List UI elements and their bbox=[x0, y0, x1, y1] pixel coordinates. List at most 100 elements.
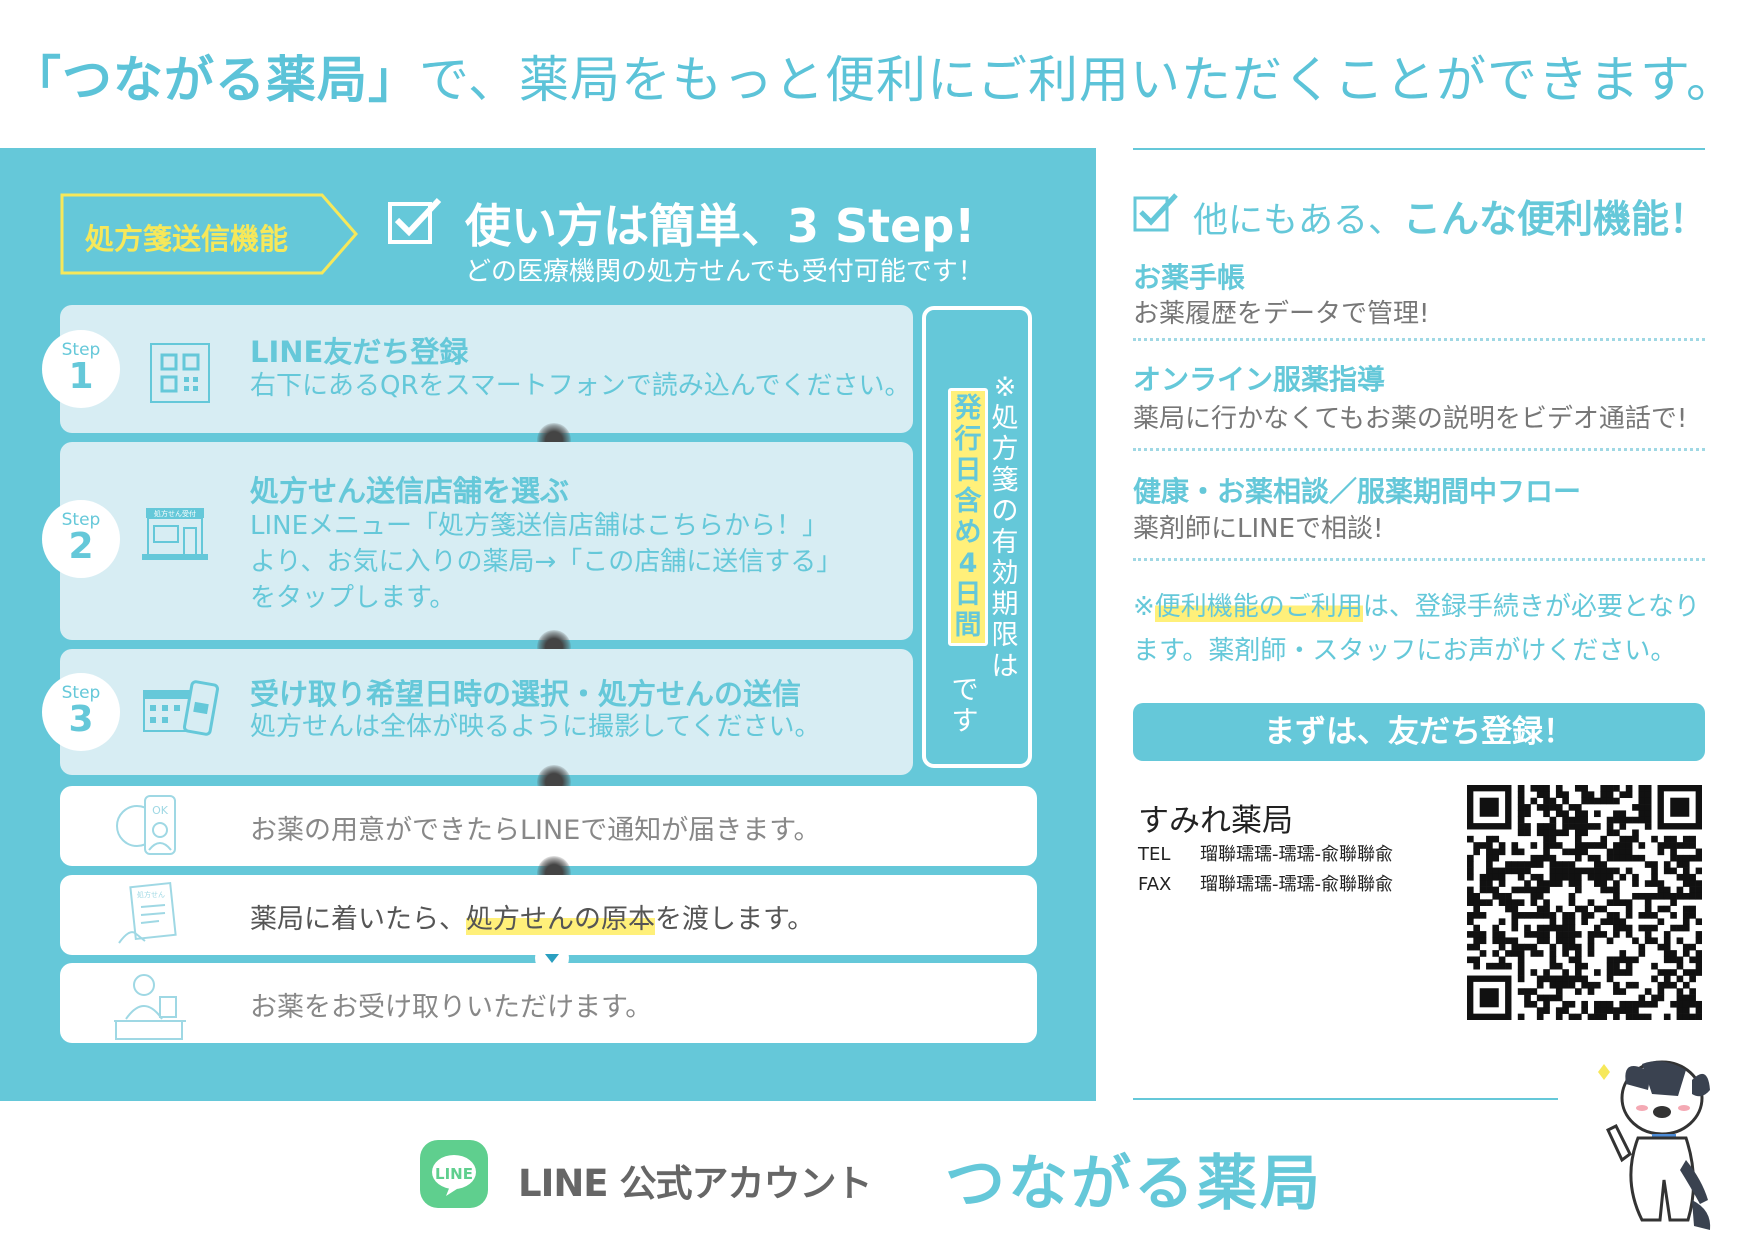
qr-module bbox=[1467, 956, 1474, 964]
qr-module bbox=[1625, 931, 1633, 938]
qr-module bbox=[1619, 950, 1627, 957]
divider bbox=[1133, 1098, 1558, 1100]
qr-module bbox=[1606, 899, 1614, 906]
qr-module bbox=[1498, 931, 1506, 938]
qr-module bbox=[1625, 962, 1633, 970]
step-heading: 受け取り希望日時の選択・処方せんの送信 bbox=[250, 677, 802, 711]
line-qr-code[interactable] bbox=[1467, 785, 1702, 1020]
qr-module bbox=[1568, 848, 1576, 856]
qr-module bbox=[1486, 873, 1493, 881]
qr-module bbox=[1536, 950, 1544, 957]
qr-module bbox=[1555, 861, 1563, 868]
qr-module bbox=[1670, 1000, 1677, 1008]
calendar-phone-icon bbox=[143, 680, 220, 736]
qr-module bbox=[1587, 797, 1595, 805]
qr-module bbox=[1498, 848, 1506, 856]
qr-module bbox=[1657, 880, 1665, 887]
qr-module bbox=[1524, 1000, 1531, 1008]
qr-module bbox=[1549, 804, 1557, 811]
qr-module bbox=[1555, 988, 1563, 995]
qr-module bbox=[1619, 823, 1627, 830]
qr-module bbox=[1695, 1007, 1702, 1014]
qr-module bbox=[1524, 804, 1531, 811]
qr-module bbox=[1498, 873, 1506, 881]
qr-module bbox=[1530, 886, 1538, 894]
feature-heading-consult: 健康・お薬相談／服薬期間中フロー bbox=[1133, 475, 1582, 508]
qr-module bbox=[1486, 867, 1493, 875]
qr-module bbox=[1467, 854, 1474, 862]
qr-module bbox=[1574, 842, 1582, 849]
qr-module bbox=[1581, 829, 1588, 837]
qr-module bbox=[1663, 886, 1671, 894]
qr-module bbox=[1670, 867, 1677, 875]
qr-module bbox=[1676, 1007, 1684, 1014]
qr-module bbox=[1568, 867, 1576, 875]
qr-module bbox=[1568, 943, 1576, 951]
qr-module bbox=[1682, 867, 1690, 875]
feature-desc: 薬剤師にLINEで相談! bbox=[1133, 514, 1384, 544]
qr-module bbox=[1536, 785, 1544, 792]
qr-module bbox=[1587, 981, 1595, 989]
qr-module bbox=[1594, 854, 1601, 862]
qr-module bbox=[1543, 1007, 1550, 1014]
qr-module bbox=[1479, 899, 1487, 906]
qr-module bbox=[1467, 912, 1474, 919]
qr-module bbox=[1587, 791, 1595, 799]
qr-module bbox=[1511, 950, 1519, 957]
qr-module bbox=[1549, 956, 1557, 964]
qr-module bbox=[1587, 943, 1595, 951]
qr-module bbox=[1511, 943, 1519, 951]
qr-module bbox=[1663, 956, 1671, 964]
qr-module bbox=[1613, 981, 1620, 989]
qr-module bbox=[1606, 848, 1614, 856]
step-number: 1 bbox=[68, 356, 94, 397]
qr-module bbox=[1606, 823, 1614, 830]
qr-module bbox=[1695, 867, 1702, 875]
qr-module bbox=[1651, 975, 1658, 983]
qr-module bbox=[1543, 810, 1550, 818]
qr-module bbox=[1606, 1007, 1614, 1014]
qr-module bbox=[1568, 975, 1576, 983]
qr-module bbox=[1574, 854, 1582, 862]
qr-module bbox=[1549, 861, 1557, 868]
qr-module bbox=[1619, 1007, 1627, 1014]
qr-module bbox=[1530, 899, 1538, 906]
qr-module bbox=[1562, 1007, 1569, 1014]
qr-module bbox=[1505, 905, 1512, 913]
qr-module bbox=[1613, 816, 1620, 824]
qr-module bbox=[1467, 899, 1474, 906]
qr-module bbox=[1670, 892, 1677, 900]
qr-finder bbox=[1479, 988, 1499, 1008]
qr-module bbox=[1511, 848, 1519, 856]
qr-module bbox=[1568, 1000, 1576, 1008]
qr-module bbox=[1568, 823, 1576, 830]
qr-module bbox=[1644, 912, 1652, 919]
qr-module bbox=[1676, 842, 1684, 849]
prescription-paper-icon: 処方せん bbox=[118, 881, 177, 944]
qr-module bbox=[1479, 937, 1487, 945]
qr-module bbox=[1562, 969, 1569, 976]
qr-module bbox=[1536, 994, 1544, 1002]
qr-module bbox=[1670, 912, 1677, 919]
qr-module bbox=[1682, 873, 1690, 881]
qr-module bbox=[1619, 810, 1627, 818]
qr-module bbox=[1581, 823, 1588, 830]
qr-module bbox=[1536, 892, 1544, 900]
qr-module bbox=[1517, 873, 1525, 881]
step-badge-1: Step 1 bbox=[42, 330, 120, 408]
qr-module bbox=[1486, 842, 1493, 849]
qr-module bbox=[1606, 886, 1614, 894]
qr-module bbox=[1676, 854, 1684, 862]
add-friend-button[interactable]: まずは、友だち登録！ bbox=[1133, 703, 1705, 761]
qr-module bbox=[1536, 880, 1544, 887]
qr-module bbox=[1689, 912, 1696, 919]
qr-module bbox=[1562, 937, 1569, 945]
qr-module bbox=[1670, 854, 1677, 862]
qr-module bbox=[1574, 905, 1582, 913]
checkbox-icon bbox=[1133, 193, 1178, 232]
qr-module bbox=[1524, 931, 1531, 938]
qr-module bbox=[1517, 975, 1525, 983]
qr-module bbox=[1695, 854, 1702, 862]
qr-module bbox=[1606, 816, 1614, 824]
